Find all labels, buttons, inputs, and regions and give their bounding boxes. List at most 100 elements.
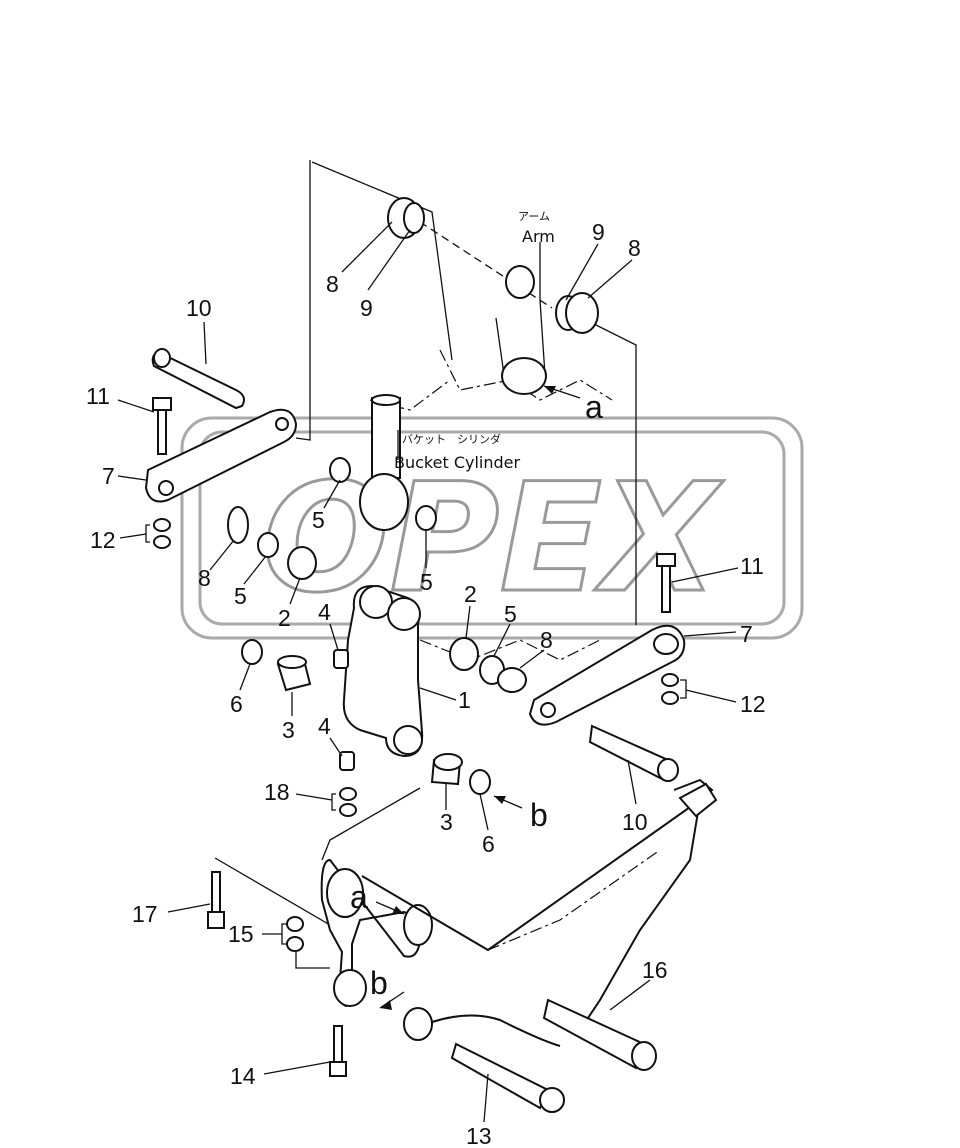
shim-9-top-left — [403, 202, 425, 234]
bucket-fasteners — [207, 787, 357, 1077]
bushing-2-right — [449, 637, 479, 671]
bucket — [320, 778, 718, 1047]
bucket-bottom — [431, 1014, 561, 1047]
part-number-12-left: 12 — [90, 527, 116, 553]
part-number-18: 18 — [264, 779, 290, 805]
leader-9-top-right — [565, 243, 599, 301]
lower-arm-outline — [419, 639, 601, 661]
caption-bucket-cylinder-en: Bucket Cylinder — [394, 453, 520, 472]
link-1-lower-boss — [393, 725, 423, 755]
grease-fitting-4-lower — [339, 751, 355, 771]
part-number-9-top-left: 9 — [360, 295, 373, 321]
bushing-3-left-top — [277, 655, 307, 669]
ref-letter-b-mid: b — [530, 797, 548, 833]
part-number-11-right: 11 — [740, 553, 764, 579]
left-link-assembly — [144, 348, 298, 549]
bolt-11-right — [661, 565, 671, 613]
cylinder-rod-top — [371, 394, 401, 406]
reference-arrows — [375, 385, 581, 1010]
bushing-3-lower-top — [433, 753, 463, 771]
part-number-8-right: 8 — [540, 627, 553, 653]
part-number-12-right: 12 — [740, 691, 766, 717]
leader-13 — [483, 1073, 489, 1123]
part-number-5-mid-right: 5 — [420, 569, 433, 595]
seal-5-mid-left — [257, 532, 279, 558]
leader-10-right — [627, 759, 637, 805]
pin-13-end — [539, 1087, 565, 1113]
bucket-cylinder-rod — [359, 394, 409, 531]
part-number-10-right: 10 — [622, 809, 648, 835]
link-7-left-hole — [158, 480, 174, 496]
leader-5-right — [493, 623, 511, 657]
arrow-a-top-head — [544, 386, 556, 394]
part-numbers: 10 11 7 12 8 9 9 8 5 8 5 5 2 4 6 3 4 1 2… — [86, 219, 766, 1148]
bushing-2-left — [287, 546, 317, 580]
arrow-b-mid-head — [494, 796, 506, 804]
phantom-line-bucket — [321, 787, 421, 861]
link-7-right-hole — [653, 633, 679, 655]
grease-fitting-4-upper — [333, 649, 349, 669]
bucket-boss-a — [326, 868, 364, 918]
watermark-frame-outer — [180, 416, 804, 640]
link-7-left — [144, 408, 298, 503]
caption-arm-en: Arm — [522, 227, 555, 246]
leader-6-lower — [479, 793, 489, 831]
opex-watermark: OPEX — [180, 416, 804, 640]
leader-17 — [167, 903, 211, 913]
bucket-right-edge — [579, 799, 701, 1031]
nut-18-b — [339, 803, 357, 817]
nut-18-bracket — [331, 793, 336, 811]
nut-12-left-a — [153, 518, 171, 532]
pin-13 — [450, 1042, 550, 1110]
bolt-14 — [333, 1025, 343, 1067]
bolt-11-left-head — [152, 397, 172, 411]
bucket-tooth — [678, 782, 718, 818]
leader-7-right — [683, 631, 737, 637]
leader-8-top-right — [587, 259, 633, 299]
arm-boss — [495, 265, 547, 395]
part-number-6-lower: 6 — [482, 831, 495, 857]
part-number-5-upper: 5 — [312, 507, 325, 533]
arm-bushing — [505, 265, 535, 299]
pin-16-end — [631, 1041, 657, 1071]
right-link-assembly — [528, 553, 687, 782]
part-number-7-right: 7 — [740, 621, 753, 647]
link-7-right — [528, 624, 686, 726]
leader-7-left — [117, 475, 147, 481]
link-7-left-hole-upper — [275, 417, 289, 431]
watermark-text: OPEX — [262, 452, 724, 626]
part-number-8-mid-left: 8 — [198, 565, 211, 591]
shim-8-mid-left — [227, 506, 249, 544]
leader-12-left — [119, 533, 147, 539]
nut-12-right-b — [661, 691, 679, 705]
bucket-bracket-lower — [403, 1007, 433, 1041]
leader-12-right — [685, 689, 737, 703]
leader-10-left — [203, 321, 207, 365]
part-number-15: 15 — [228, 921, 254, 947]
nut-12-left-bracket — [145, 524, 150, 543]
part-number-5-right: 5 — [504, 601, 517, 627]
phantom-line-right — [589, 321, 637, 625]
shim-8-right — [497, 667, 527, 693]
nut-15-a — [286, 916, 304, 932]
seal-6-lower — [469, 769, 491, 795]
leader-6-left — [239, 663, 251, 691]
grease-fittings — [333, 649, 355, 771]
part-number-16: 16 — [642, 957, 668, 983]
part-number-13: 13 — [466, 1123, 492, 1148]
watermark-frame-inner — [198, 430, 786, 626]
phantom-line-left — [295, 160, 311, 441]
caption-arm-jp: アーム — [518, 210, 550, 223]
leader-8-right — [519, 649, 545, 669]
caption-bucket-cylinder-jp: バケット シリンダ — [402, 432, 501, 446]
nut-15-bracket — [281, 923, 286, 945]
leader-9-top-left — [367, 229, 411, 291]
part-number-8-top-left: 8 — [326, 271, 339, 297]
leader-11-right — [671, 567, 739, 583]
arm-pin-boss — [501, 357, 547, 395]
part-number-6-left: 6 — [230, 691, 243, 717]
bolt-14-head — [329, 1061, 347, 1077]
leader-2-right — [465, 605, 471, 639]
